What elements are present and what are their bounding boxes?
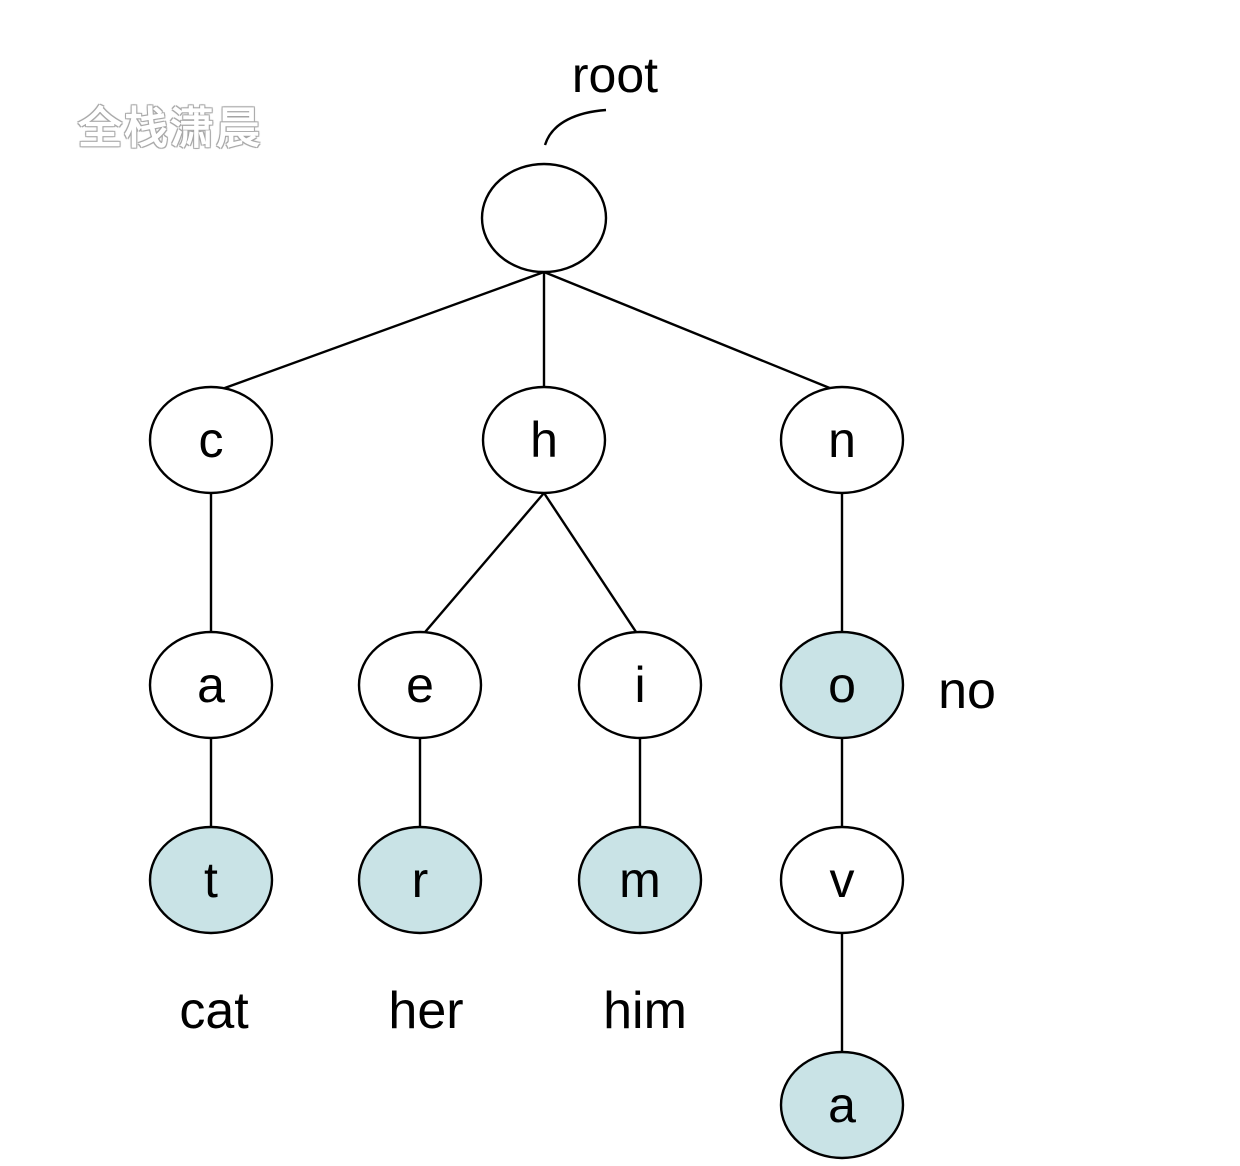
node-circle-root [480,162,608,274]
node-cat: t [148,825,274,935]
edge-root-n [543,270,843,395]
edge-h-he [419,492,545,639]
root-pointer-curve [543,108,607,146]
edge-root-c [210,270,545,395]
word-him: him [603,982,687,1040]
node-circle-h [481,385,607,495]
node-label-cat: t [204,852,218,908]
node-her: r [357,825,483,935]
node-root [480,162,608,274]
node-circle-her [357,825,483,935]
node-nov: v [779,825,905,935]
word-no: no [938,662,996,720]
nodes-layer: c h n a e i o t r m v a [148,162,905,1160]
node-label-h: h [530,412,558,468]
node-label-ca: a [197,657,225,713]
node-circle-n [779,385,905,495]
node-label-him: m [619,852,661,908]
node-circle-nov [779,825,905,935]
node-circle-no [779,630,905,740]
node-circle-ca [148,630,274,740]
node-label-n: n [828,412,856,468]
node-label-no: o [828,657,856,713]
node-circle-nova [779,1050,905,1160]
node-c: c [148,385,274,495]
node-circle-hi [577,630,703,740]
node-him: m [577,825,703,935]
node-h: h [481,385,607,495]
node-no: o [779,630,905,740]
watermark: 全栈潇晨 [78,103,262,154]
node-ca: a [148,630,274,740]
edges-layer [209,270,844,1058]
node-he: e [357,630,483,740]
node-hi: i [577,630,703,740]
node-circle-cat [148,825,274,935]
node-label-nova: a [828,1077,856,1133]
node-nova: a [779,1050,905,1160]
node-label-her: r [412,852,429,908]
edge-h-hi [542,492,642,639]
node-n: n [779,385,905,495]
words-layer: cat her him no [179,662,996,1040]
node-label-he: e [406,657,434,713]
node-circle-he [357,630,483,740]
word-cat: cat [179,982,249,1040]
root-label: root [572,47,658,103]
node-circle-him [577,825,703,935]
node-label-c: c [199,412,224,468]
word-her: her [388,982,463,1040]
node-label-nov: v [830,852,855,908]
node-label-hi: i [634,657,645,713]
node-circle-c [148,385,274,495]
